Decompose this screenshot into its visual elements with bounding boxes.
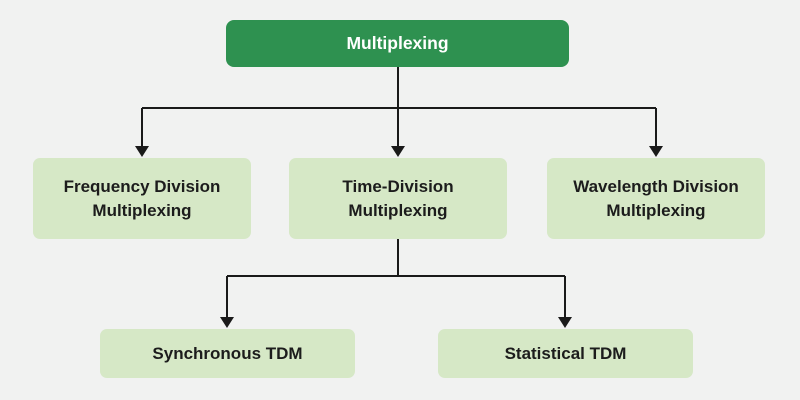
arrowhead-sync [220,317,234,328]
node-sync-tdm-label: Synchronous TDM [152,343,303,363]
arrowhead-wdm [649,146,663,157]
node-synchronous-tdm: Synchronous TDM [100,329,355,378]
node-statistical-tdm: Statistical TDM [438,329,693,378]
arrowhead-stat [558,317,572,328]
node-wdm-label: Wavelength Division Multiplexing [573,177,739,220]
node-fdm-label: Frequency Division Multiplexing [63,177,221,220]
node-stat-tdm-label: Statistical TDM [504,343,627,363]
node-frequency-division-multiplexing: Frequency Division Multiplexing [33,158,251,239]
node-time-division-multiplexing: Time-Division Multiplexing [289,158,507,239]
node-multiplexing-label: Multiplexing [346,33,449,54]
arrowhead-fdm [135,146,149,157]
node-wavelength-division-multiplexing: Wavelength Division Multiplexing [547,158,765,239]
node-multiplexing: Multiplexing [226,20,569,67]
node-tdm-label: Time-Division Multiplexing [342,177,454,220]
arrowhead-tdm [391,146,405,157]
